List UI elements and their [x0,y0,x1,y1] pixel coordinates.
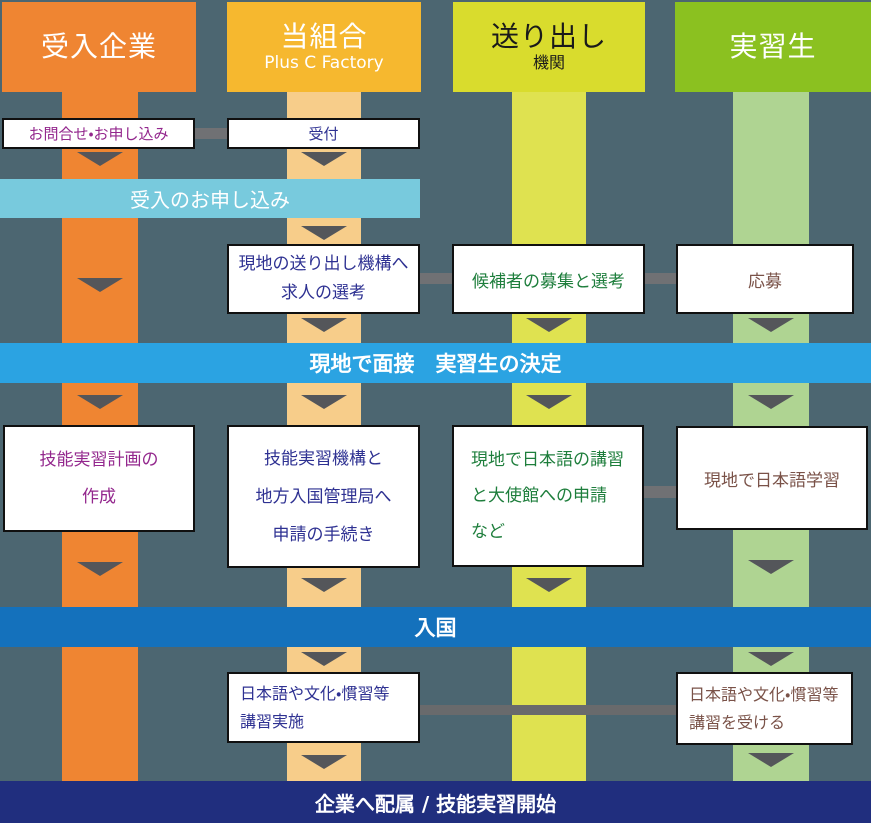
stage-band-label: 受入のお申し込み [130,188,290,212]
flow-box-training-plan: 技能実習計画の 作成 [3,425,195,532]
connector-jobselection-candidate [420,273,452,284]
flow-box-course-conduct: 日本語や文化・慣習等 講習実施 [227,672,420,743]
flow-box-line: 現地で日本語の講習 [471,450,624,470]
column-header-trainee: 実習生 [675,2,871,92]
flow-box-line: 応募 [748,271,782,292]
stage-band-label: 入国 [414,616,457,640]
connector-candidate-apply [645,273,676,284]
stage-band-interview: 現地で面接 実習生の決定 [0,343,871,383]
column-header-sending-org: 送り出し 機関 [453,2,645,92]
arrow-down-icon [301,652,347,666]
arrow-down-icon [301,226,347,240]
flow-box-apply: 応募 [676,244,854,314]
flow-box-application-procedure: 技能実習機構と 地方入国管理局へ 申請の手続き [227,425,420,568]
arrow-down-icon [748,652,794,666]
connector-inquiry-reception [195,128,227,139]
flow-box-candidate-recruiting: 候補者の募集と選考 [452,244,645,314]
flow-box-reception: 受付 [227,118,420,149]
arrow-down-icon [748,753,794,767]
arrow-down-icon [301,578,347,592]
flow-box-job-selection: 現地の送り出し機構へ 求人の選考 [227,244,420,314]
column-subtitle: 機関 [532,53,565,73]
stage-band-label: 企業へ配属 / 技能実習開始 [314,791,557,816]
stage-band-assignment: 企業へ配属 / 技能実習開始 [0,781,871,823]
stage-band-application: 受入のお申し込み [0,179,420,218]
column-header-company: 受入企業 [2,2,196,92]
flow-box-line: 技能実習機構と [264,448,383,469]
flow-box-line: と大使館への申請 [471,486,607,506]
arrow-down-icon [301,318,347,332]
flow-box-line: など [471,522,505,542]
flow-box-line: 受付 [308,125,339,143]
flow-box-line: 候補者の募集と選考 [472,271,625,292]
flow-box-line: 地方入国管理局へ [255,486,392,507]
arrow-down-icon [748,560,794,574]
arrow-down-icon [748,318,794,332]
flow-box-line: 求人の選考 [281,283,366,303]
flow-box-line: 講習を受ける [689,712,786,732]
column-header-union: 当組合 Plus C Factory [227,2,421,92]
arrow-down-icon [748,395,794,409]
arrow-down-icon [301,152,347,166]
column-title: 実習生 [729,29,817,63]
connector-conduct-receive [420,705,676,715]
flow-box-line: 技能実習計画の [39,449,159,470]
flow-box-line: 申請の手続き [272,524,375,545]
flow-box-line: 現地の送り出し機構へ [238,254,409,274]
arrow-down-icon [301,395,347,409]
arrow-down-icon [526,578,572,592]
column-title: 送り出し [490,20,607,54]
stage-band-entry: 入国 [0,607,871,647]
arrow-down-icon [77,395,123,409]
flow-box-line: 講習実施 [240,711,305,731]
arrow-down-icon [77,562,123,576]
stage-band-label: 現地で面接 実習生の決定 [309,352,562,376]
arrow-down-icon [77,278,123,292]
arrow-down-icon [301,755,347,769]
connector-localcourse-localstudy [644,486,676,498]
arrow-down-icon [77,152,123,166]
flow-box-line: お問合せ・お申し込み [28,125,169,143]
flow-box-course-receive: 日本語や文化・慣習等 講習を受ける [676,672,853,745]
flow-box-inquiry: お問合せ・お申し込み [2,118,195,149]
flow-box-line: 現地で日本語学習 [704,470,840,491]
column-title: 受入企業 [40,29,157,63]
column-subtitle: Plus C Factory [264,52,384,73]
column-title: 当組合 [280,19,368,53]
flow-box-line: 日本語や文化・慣習等 [689,684,839,704]
flow-box-line: 作成 [82,486,116,507]
arrow-down-icon [526,318,572,332]
flow-box-line: 日本語や文化・慣習等 [240,683,390,703]
arrow-down-icon [526,395,572,409]
flow-box-local-japanese-course: 現地で日本語の講習 と大使館への申請 など [452,425,644,567]
flow-box-local-japanese-study: 現地で日本語学習 [676,426,868,530]
